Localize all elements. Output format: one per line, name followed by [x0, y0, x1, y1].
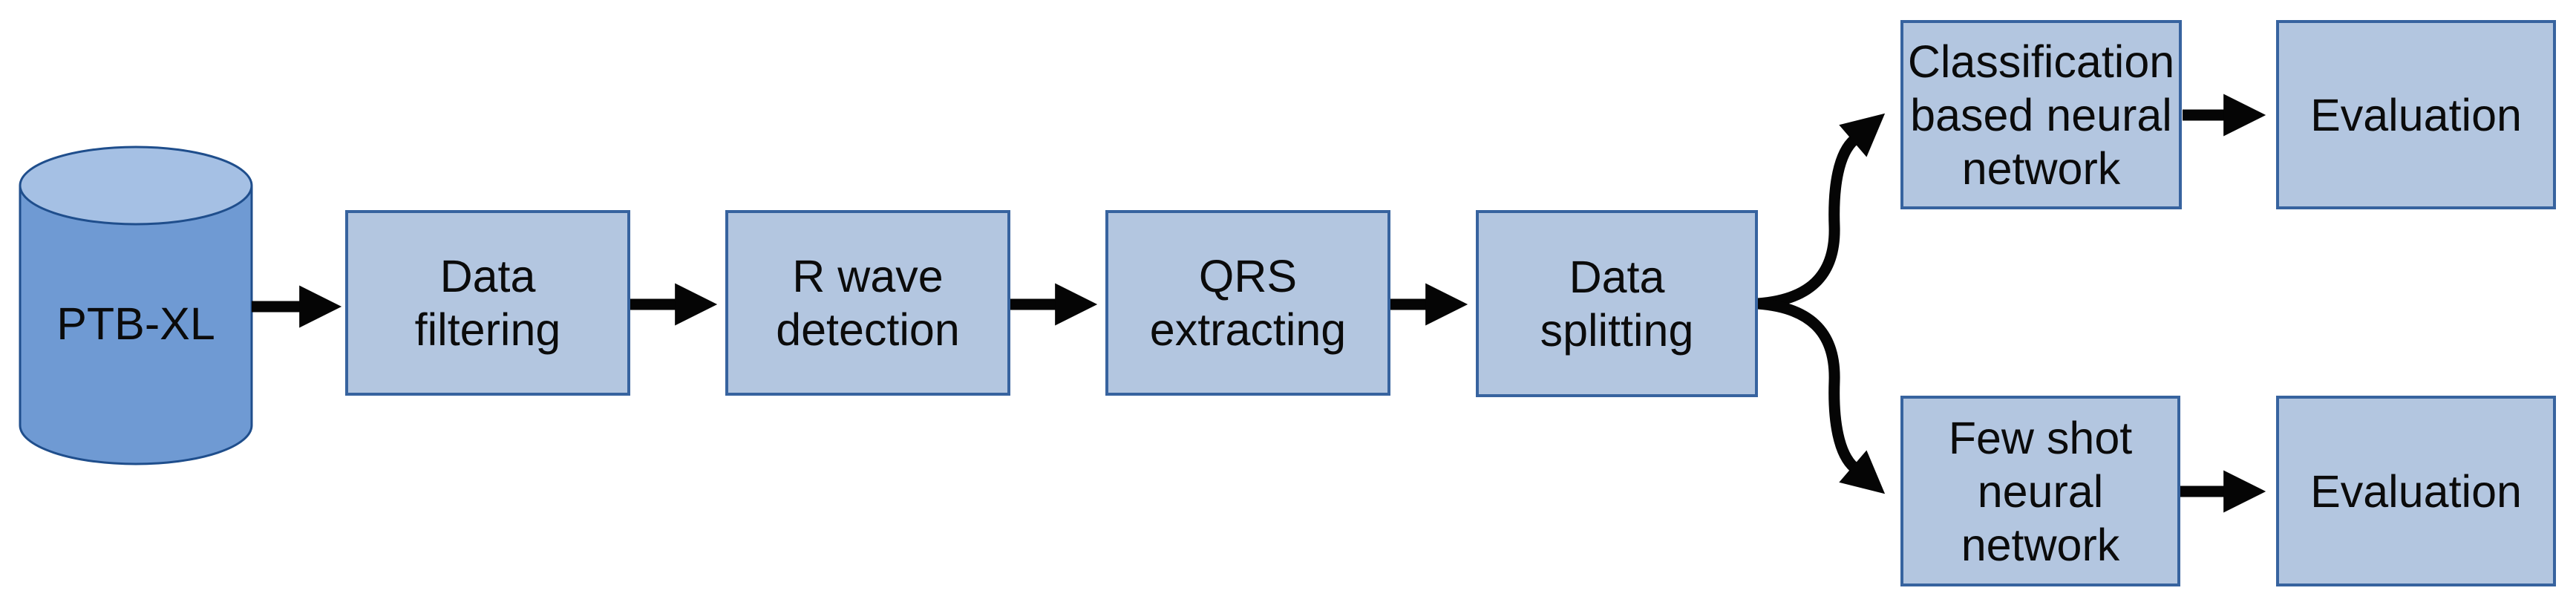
- node-label-line: Classification: [1907, 36, 2175, 87]
- database-cylinder: [19, 146, 253, 465]
- node-label-line: Evaluation: [2310, 465, 2522, 517]
- node-label-line: Data: [1569, 252, 1665, 302]
- node-data-filtering: Data filtering: [345, 210, 630, 396]
- node-label-line: filtering: [414, 304, 561, 355]
- node-evaluation-top: Evaluation: [2276, 20, 2556, 209]
- node-label-line: Evaluation: [2310, 89, 2522, 140]
- cylinder-body: [19, 186, 253, 465]
- node-label-line: Few shot: [1948, 412, 2133, 463]
- node-label-line: neural: [1977, 465, 2104, 517]
- node-ptbxl-label: PTB-XL: [56, 298, 215, 349]
- node-label-line: QRS: [1198, 251, 1298, 301]
- node-label-line: Data: [439, 251, 536, 301]
- node-label-line: network: [1961, 519, 2120, 570]
- node-label-line: based neural: [1910, 89, 2172, 140]
- node-label-line: detection: [776, 304, 960, 355]
- node-label-line: R wave: [792, 251, 944, 301]
- node-few-shot-nn: Few shot neural network: [1900, 396, 2180, 586]
- node-data-splitting: Data splitting: [1476, 210, 1758, 397]
- arrow-splitting-to-fewshot: [1757, 298, 1886, 494]
- node-r-wave-detection: R wave detection: [725, 210, 1010, 396]
- cylinder-top-face: [19, 146, 253, 226]
- node-label-line: network: [1961, 143, 2121, 194]
- node-label-line: splitting: [1540, 305, 1694, 356]
- arrow-splitting-to-classification: [1757, 113, 1886, 310]
- node-label-line: extracting: [1149, 304, 1347, 355]
- node-classification-nn: Classification based neural network: [1900, 20, 2182, 209]
- node-evaluation-bottom: Evaluation: [2276, 396, 2556, 586]
- node-qrs-extracting: QRS extracting: [1105, 210, 1390, 396]
